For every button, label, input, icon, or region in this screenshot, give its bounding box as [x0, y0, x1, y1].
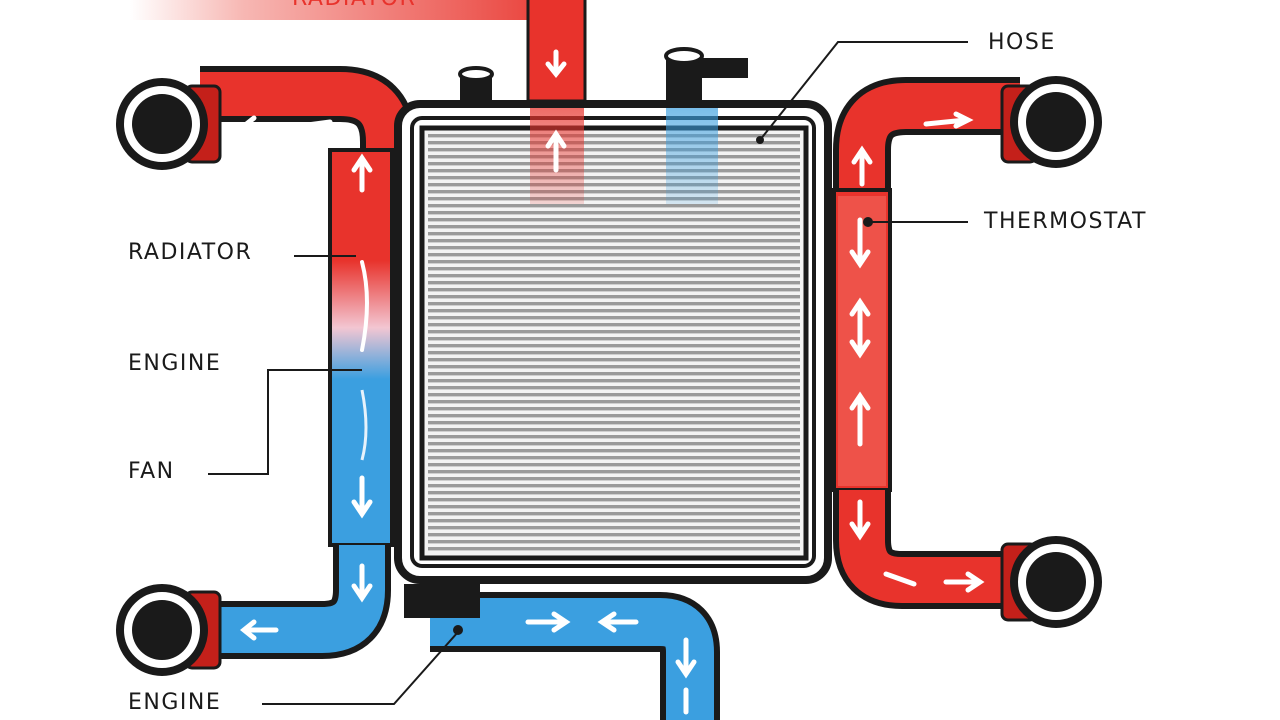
radiator-fin: [428, 533, 800, 537]
radiator-fin: [428, 288, 800, 292]
radiator-fin: [428, 421, 800, 425]
radiator-fin: [428, 379, 800, 383]
radiator-fin: [428, 190, 800, 194]
radiator-fin: [428, 442, 800, 446]
radiator-fins: [428, 134, 800, 551]
radiator-fin: [428, 169, 800, 173]
radiator-fin: [428, 512, 800, 516]
radiator-fin: [428, 239, 800, 243]
leader-lines: [208, 41, 968, 705]
radiator-fin: [428, 344, 800, 348]
radiator-fin: [428, 134, 800, 138]
radiator-fin: [428, 176, 800, 180]
radiator-fin: [428, 540, 800, 544]
thermostat-leader-dot: [863, 217, 873, 227]
radiator-fin: [428, 519, 800, 523]
left-vertical-pipe: [328, 148, 394, 547]
radiator-fin: [428, 225, 800, 229]
radiator-fin: [428, 477, 800, 481]
radiator-fin: [428, 435, 800, 439]
top-inlet-pipe: [130, 0, 587, 103]
radiator-fin: [428, 162, 800, 166]
lower-right-hose: [833, 490, 1038, 622]
radiator-fin: [428, 449, 800, 453]
radiator-fin: [428, 526, 800, 530]
thermostat-housing: [832, 188, 892, 492]
radiator-core: [394, 100, 832, 584]
radiator-label: RADIATOR: [128, 240, 253, 265]
upper-right-hose: [833, 77, 1038, 190]
radiator-fin: [428, 484, 800, 488]
fan-label: FAN: [128, 459, 175, 484]
engine-lower-label: ENGINE: [128, 690, 222, 715]
radiator-fin: [428, 428, 800, 432]
radiator-fin: [428, 491, 800, 495]
lower-right-port: [1010, 536, 1102, 628]
radiator-fin: [428, 337, 800, 341]
radiator-fin: [428, 309, 800, 313]
radiator-fin: [428, 246, 800, 250]
radiator-fin: [428, 456, 800, 460]
top-radiator-label: RADIATOR: [292, 0, 416, 11]
radiator-fin: [428, 505, 800, 509]
radiator-fin: [428, 204, 800, 208]
radiator-filler-cap: [664, 47, 748, 106]
engine-upper-fan-leader: [208, 369, 362, 475]
bottom-outlet-pipe: [404, 584, 720, 720]
radiator-fin: [428, 323, 800, 327]
hose-label: HOSE: [988, 30, 1056, 55]
hose-leader-dot: [756, 136, 764, 144]
radiator-fin: [428, 407, 800, 411]
radiator-fin: [428, 393, 800, 397]
radiator-fin: [428, 414, 800, 418]
radiator-fin: [428, 372, 800, 376]
radiator-fin: [428, 302, 800, 306]
radiator-fin: [428, 400, 800, 404]
engine-lower-leader-dot: [453, 625, 463, 635]
radiator-fin: [428, 365, 800, 369]
lower-left-hose: [184, 545, 391, 670]
hose-leader: [759, 41, 968, 141]
radiator-fin: [428, 197, 800, 201]
radiator-fin: [428, 295, 800, 299]
radiator-fin: [428, 232, 800, 236]
radiator-fin: [428, 141, 800, 145]
upper-left-port: [116, 78, 208, 170]
radiator-fin: [428, 267, 800, 271]
radiator-fin: [428, 330, 800, 334]
radiator-fin: [428, 148, 800, 152]
radiator-fin: [428, 253, 800, 257]
engine-lower-leader: [262, 631, 459, 705]
radiator-fin: [428, 358, 800, 362]
radiator-fin: [428, 274, 800, 278]
radiator-fin: [428, 386, 800, 390]
radiator-left-cap: [458, 66, 494, 106]
radiator-fin: [428, 281, 800, 285]
radiator-fin: [428, 211, 800, 215]
engine-upper-label: ENGINE: [128, 351, 222, 376]
radiator-fin: [428, 183, 800, 187]
thermostat-label: THERMOSTAT: [984, 209, 1147, 234]
radiator-fin: [428, 351, 800, 355]
radiator-fin: [428, 260, 800, 264]
radiator-fin: [428, 547, 800, 551]
radiator-fin: [428, 463, 800, 467]
radiator-fin: [428, 470, 800, 474]
radiator-fin: [428, 155, 800, 159]
radiator-fin: [428, 218, 800, 222]
lower-left-port: [116, 584, 208, 676]
upper-right-port: [1010, 76, 1102, 168]
radiator-fin: [428, 498, 800, 502]
radiator-fin: [428, 316, 800, 320]
